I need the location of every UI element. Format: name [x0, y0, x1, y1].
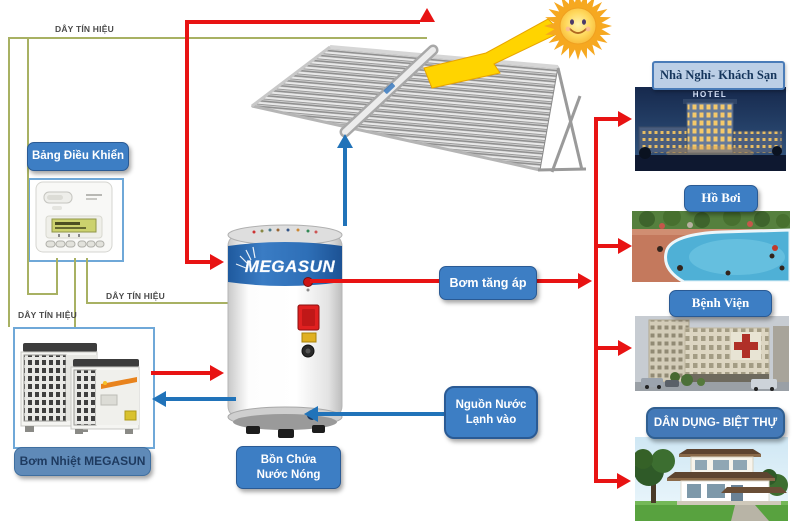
heatpump-sticker [124, 410, 137, 421]
hot-line-top-horizontal [185, 20, 420, 24]
tank-sun-logo [235, 246, 256, 269]
hot-arrow-into-collector [419, 8, 435, 22]
hotel-label: Nhà Nghỉ- Khách Sạn [652, 61, 785, 90]
controller-lcd [51, 218, 97, 233]
hot-branch-hospital [598, 346, 618, 350]
cold-line-tank-to-collector [343, 148, 347, 226]
wire-label-left: DÂY TÍN HIỆU [18, 310, 77, 320]
cold-arrow-into-manifold [337, 134, 353, 148]
collector-panel [250, 46, 559, 171]
tank-brand-band [228, 242, 342, 286]
signal-wire-top-horizontal [9, 37, 427, 39]
cold-line-tank-to-heatpump [166, 397, 236, 401]
hot-arrow-heatpump-to-tank [210, 365, 224, 381]
villa-image [635, 437, 788, 521]
signal-wire-controller-a [56, 258, 58, 295]
sun-icon [543, 0, 613, 61]
sunbeam [423, 18, 562, 89]
pool-label: Hồ Bơi [684, 185, 758, 212]
hot-branch-pool [598, 244, 618, 248]
hot-water-tank: MEGASUN [227, 224, 343, 438]
signal-wire-outer-vertical [8, 37, 10, 327]
hot-branch-villa [596, 479, 617, 483]
tank-label: Bồn Chứa Nước Nóng [236, 446, 341, 489]
pool-image [632, 211, 790, 282]
hot-arrow-hospital [618, 340, 632, 356]
heatpump-logo [101, 377, 137, 389]
hot-branch-hotel [596, 117, 618, 121]
hot-arrow-pool [618, 238, 632, 254]
hotel-sign: HOTEL [693, 90, 728, 99]
hospital-label: Bệnh Viện [669, 290, 772, 317]
hot-arrow-pump-to-manifold [578, 273, 592, 289]
hot-line-heatpump-to-tank [151, 371, 210, 375]
cold-line-supply-to-tank [318, 412, 446, 416]
hotel-image: HOTEL [635, 87, 786, 171]
booster-pump-label: Bơm tăng áp [439, 266, 537, 300]
controller-device [35, 181, 113, 253]
hot-arrow-hotel [618, 111, 632, 127]
wire-label-top: DÂY TÍN HIỆU [55, 24, 114, 34]
tank-certification-marks [252, 228, 318, 234]
hot-line-right-vertical [594, 117, 598, 483]
signal-wire-to-tank [86, 302, 228, 304]
hospital-image [635, 316, 789, 391]
hot-line-left-vertical [185, 20, 189, 264]
hot-line-to-tank-top [185, 260, 210, 264]
wire-label-mid: DÂY TÍN HIỆU [106, 291, 165, 301]
signal-wire-inner-corner [27, 293, 57, 295]
solar-collector-scene [250, 0, 613, 173]
tank-warning-sticker [301, 332, 317, 343]
signal-wire-controller-c [86, 258, 88, 303]
hot-arrow-into-tank-top [210, 254, 224, 270]
heatpump-units [20, 343, 140, 434]
hot-arrow-villa [617, 473, 631, 489]
cold-arrow-into-heatpump [152, 391, 166, 407]
villa-label: DÂN DỤNG- BIỆT THỰ [646, 407, 785, 439]
cold-arrow-into-tank [304, 406, 318, 422]
control-panel-label: Bảng Điều Khiển [27, 142, 129, 171]
cold-water-label: Nguồn Nước Lạnh vào [444, 386, 538, 439]
tank-brand: MEGASUN [245, 257, 336, 276]
heatpump-label: Bơm Nhiệt MEGASUN [14, 447, 151, 476]
signal-wire-controller-b [74, 258, 76, 327]
